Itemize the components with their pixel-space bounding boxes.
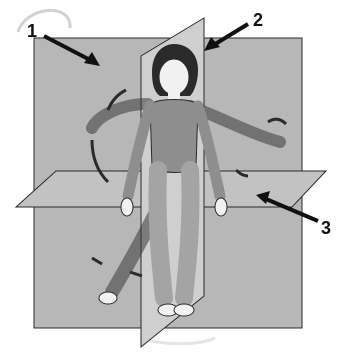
leg-left — [157, 170, 164, 298]
label-3: 3 — [321, 219, 331, 237]
label-1: 1 — [27, 22, 37, 40]
foot-ghost — [99, 292, 117, 304]
hand-right — [215, 198, 227, 216]
foot-right — [174, 304, 194, 316]
label-2: 2 — [253, 11, 263, 29]
background-arc-top — [18, 10, 70, 32]
hand-left — [121, 198, 133, 216]
leg-right — [184, 170, 191, 298]
face — [159, 59, 189, 95]
